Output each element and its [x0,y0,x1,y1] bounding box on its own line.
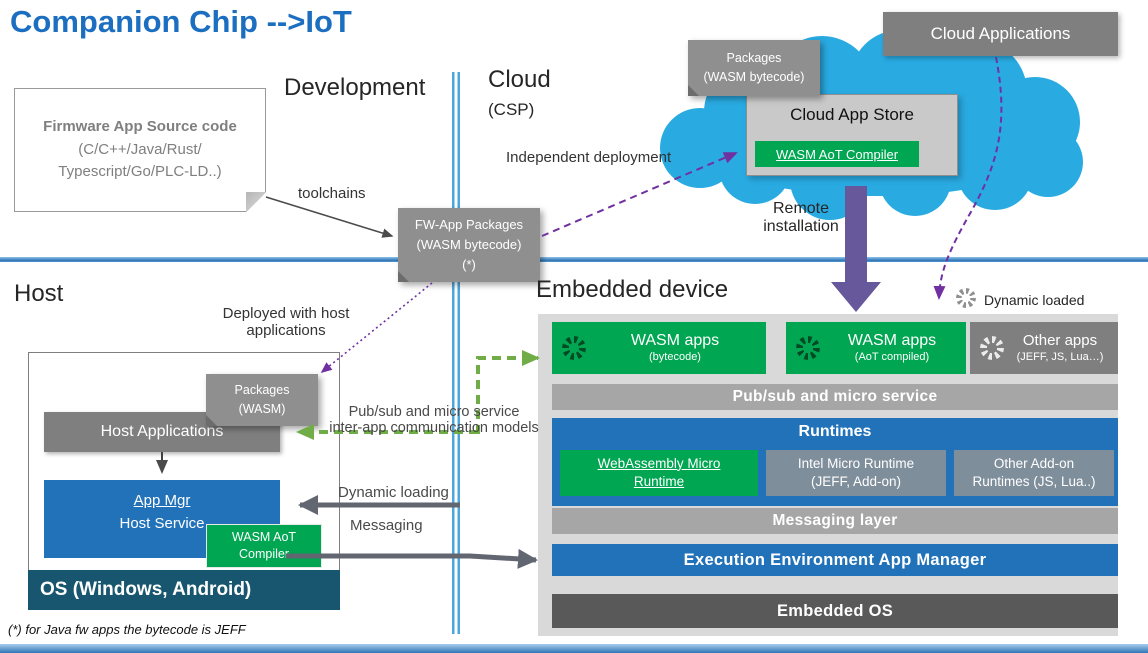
firmware-source-languages: (C/C++/Java/Rust/ Typescript/Go/PLC-LD..… [58,140,222,181]
section-label-development: Development [284,74,426,101]
other-addon-runtimes-box: Other Add-on Runtimes (JS, Lua..) [954,450,1114,496]
dynamic-loaded-spinner-icon [956,288,976,308]
toolchains-arrow [265,196,394,238]
other-apps-subtitle: (JEFF, JS, Lua…) [1016,350,1104,363]
bottom-accent-bar [0,644,1148,653]
host-os-bar: OS (Windows, Android) [28,570,340,610]
pubsub-service-bar: Pub/sub and micro service [552,384,1118,410]
horizontal-separator [0,257,1148,262]
wasm-aot-compiler-host-label: WASM AoT Compiler [231,529,297,562]
packages-wasm-bytecode-badge: Packages (WASM bytecode) [688,40,820,96]
section-label-cloud: Cloud [488,66,551,93]
intel-micro-runtime-box: Intel Micro Runtime (JEFF, Add-on) [766,450,946,496]
host-service-label: Host Service [119,515,205,532]
app-mgr-host-service-box: App Mgr Host Service [44,480,280,558]
cloud-applications-box: Cloud Applications [883,12,1118,56]
packages-wasm-label: Packages (WASM) [234,383,290,416]
wasm-apps-aot-box: WASM apps (AoT compiled) [786,322,966,374]
messaging-label: Messaging [350,517,423,534]
loading-spinner-icon [562,336,586,360]
section-label-cloud-csp: (CSP) [488,100,535,119]
execution-environment-bar: Execution Environment App Manager [552,544,1118,576]
host-applications-label: Host Applications [100,423,224,440]
cloud-applications-label: Cloud Applications [930,24,1071,43]
firmware-source-box: Firmware App Source code (C/C++/Java/Rus… [14,88,266,212]
remote-installation-label: Remote installation [763,200,839,235]
dynamic-loaded-label: Dynamic loaded [984,292,1085,308]
dynamic-loading-label: Dynamic loading [338,484,449,501]
webassembly-micro-runtime-box: WebAssembly Micro Runtime [560,450,758,496]
embedded-os-bar: Embedded OS [552,594,1118,628]
app-mgr-label: App Mgr [133,492,191,509]
loading-spinner-icon [796,336,820,360]
independent-deployment-label: Independent deployment [506,149,672,166]
wasm-apps-aot-title: WASM apps [847,332,937,350]
toolchains-label: toolchains [298,185,366,202]
section-label-embedded-device: Embedded device [536,276,729,303]
deployed-with-host-label: Deployed with host applications [222,305,350,339]
wasm-apps-bytecode-title: WASM apps [630,332,720,350]
footnote: (*) for Java fw apps the bytecode is JEF… [8,622,246,637]
wasm-apps-aot-subtitle: (AoT compiled) [854,351,930,364]
other-apps-box: Other apps (JEFF, JS, Lua…) [970,322,1118,374]
vertical-separator [452,72,460,634]
wasm-apps-bytecode-box: WASM apps (bytecode) [552,322,766,374]
messaging-layer-bar: Messaging layer [552,508,1118,534]
cloud-app-store-label: Cloud App Store [790,105,914,124]
folded-corner-icon [246,192,266,212]
fw-packages-badge-label: FW-App Packages (WASM bytecode) (*) [414,216,524,273]
cloud-app-store-box: Cloud App Store WASM AoT Compiler [746,94,958,176]
fw-packages-badge: FW-App Packages (WASM bytecode) (*) [398,208,540,282]
loading-spinner-icon [980,336,1004,360]
pubsub-models-label: Pub/sub and micro service inter-app comm… [329,404,539,436]
wasm-aot-compiler-cloud-box: WASM AoT Compiler [755,141,919,167]
runtimes-title: Runtimes [798,423,872,440]
other-apps-title: Other apps [1022,331,1098,349]
section-label-host: Host [14,280,64,307]
host-os-label: OS (Windows, Android) [40,579,252,600]
slide-title: Companion Chip -->IoT [10,4,352,39]
firmware-source-title: Firmware App Source code [43,118,237,136]
wasm-apps-bytecode-subtitle: (bytecode) [649,351,701,364]
packages-wasm-bytecode-label: Packages (WASM bytecode) [703,51,805,84]
packages-wasm-badge: Packages (WASM) [206,374,318,426]
wasm-aot-compiler-host-box: WASM AoT Compiler [206,524,322,568]
